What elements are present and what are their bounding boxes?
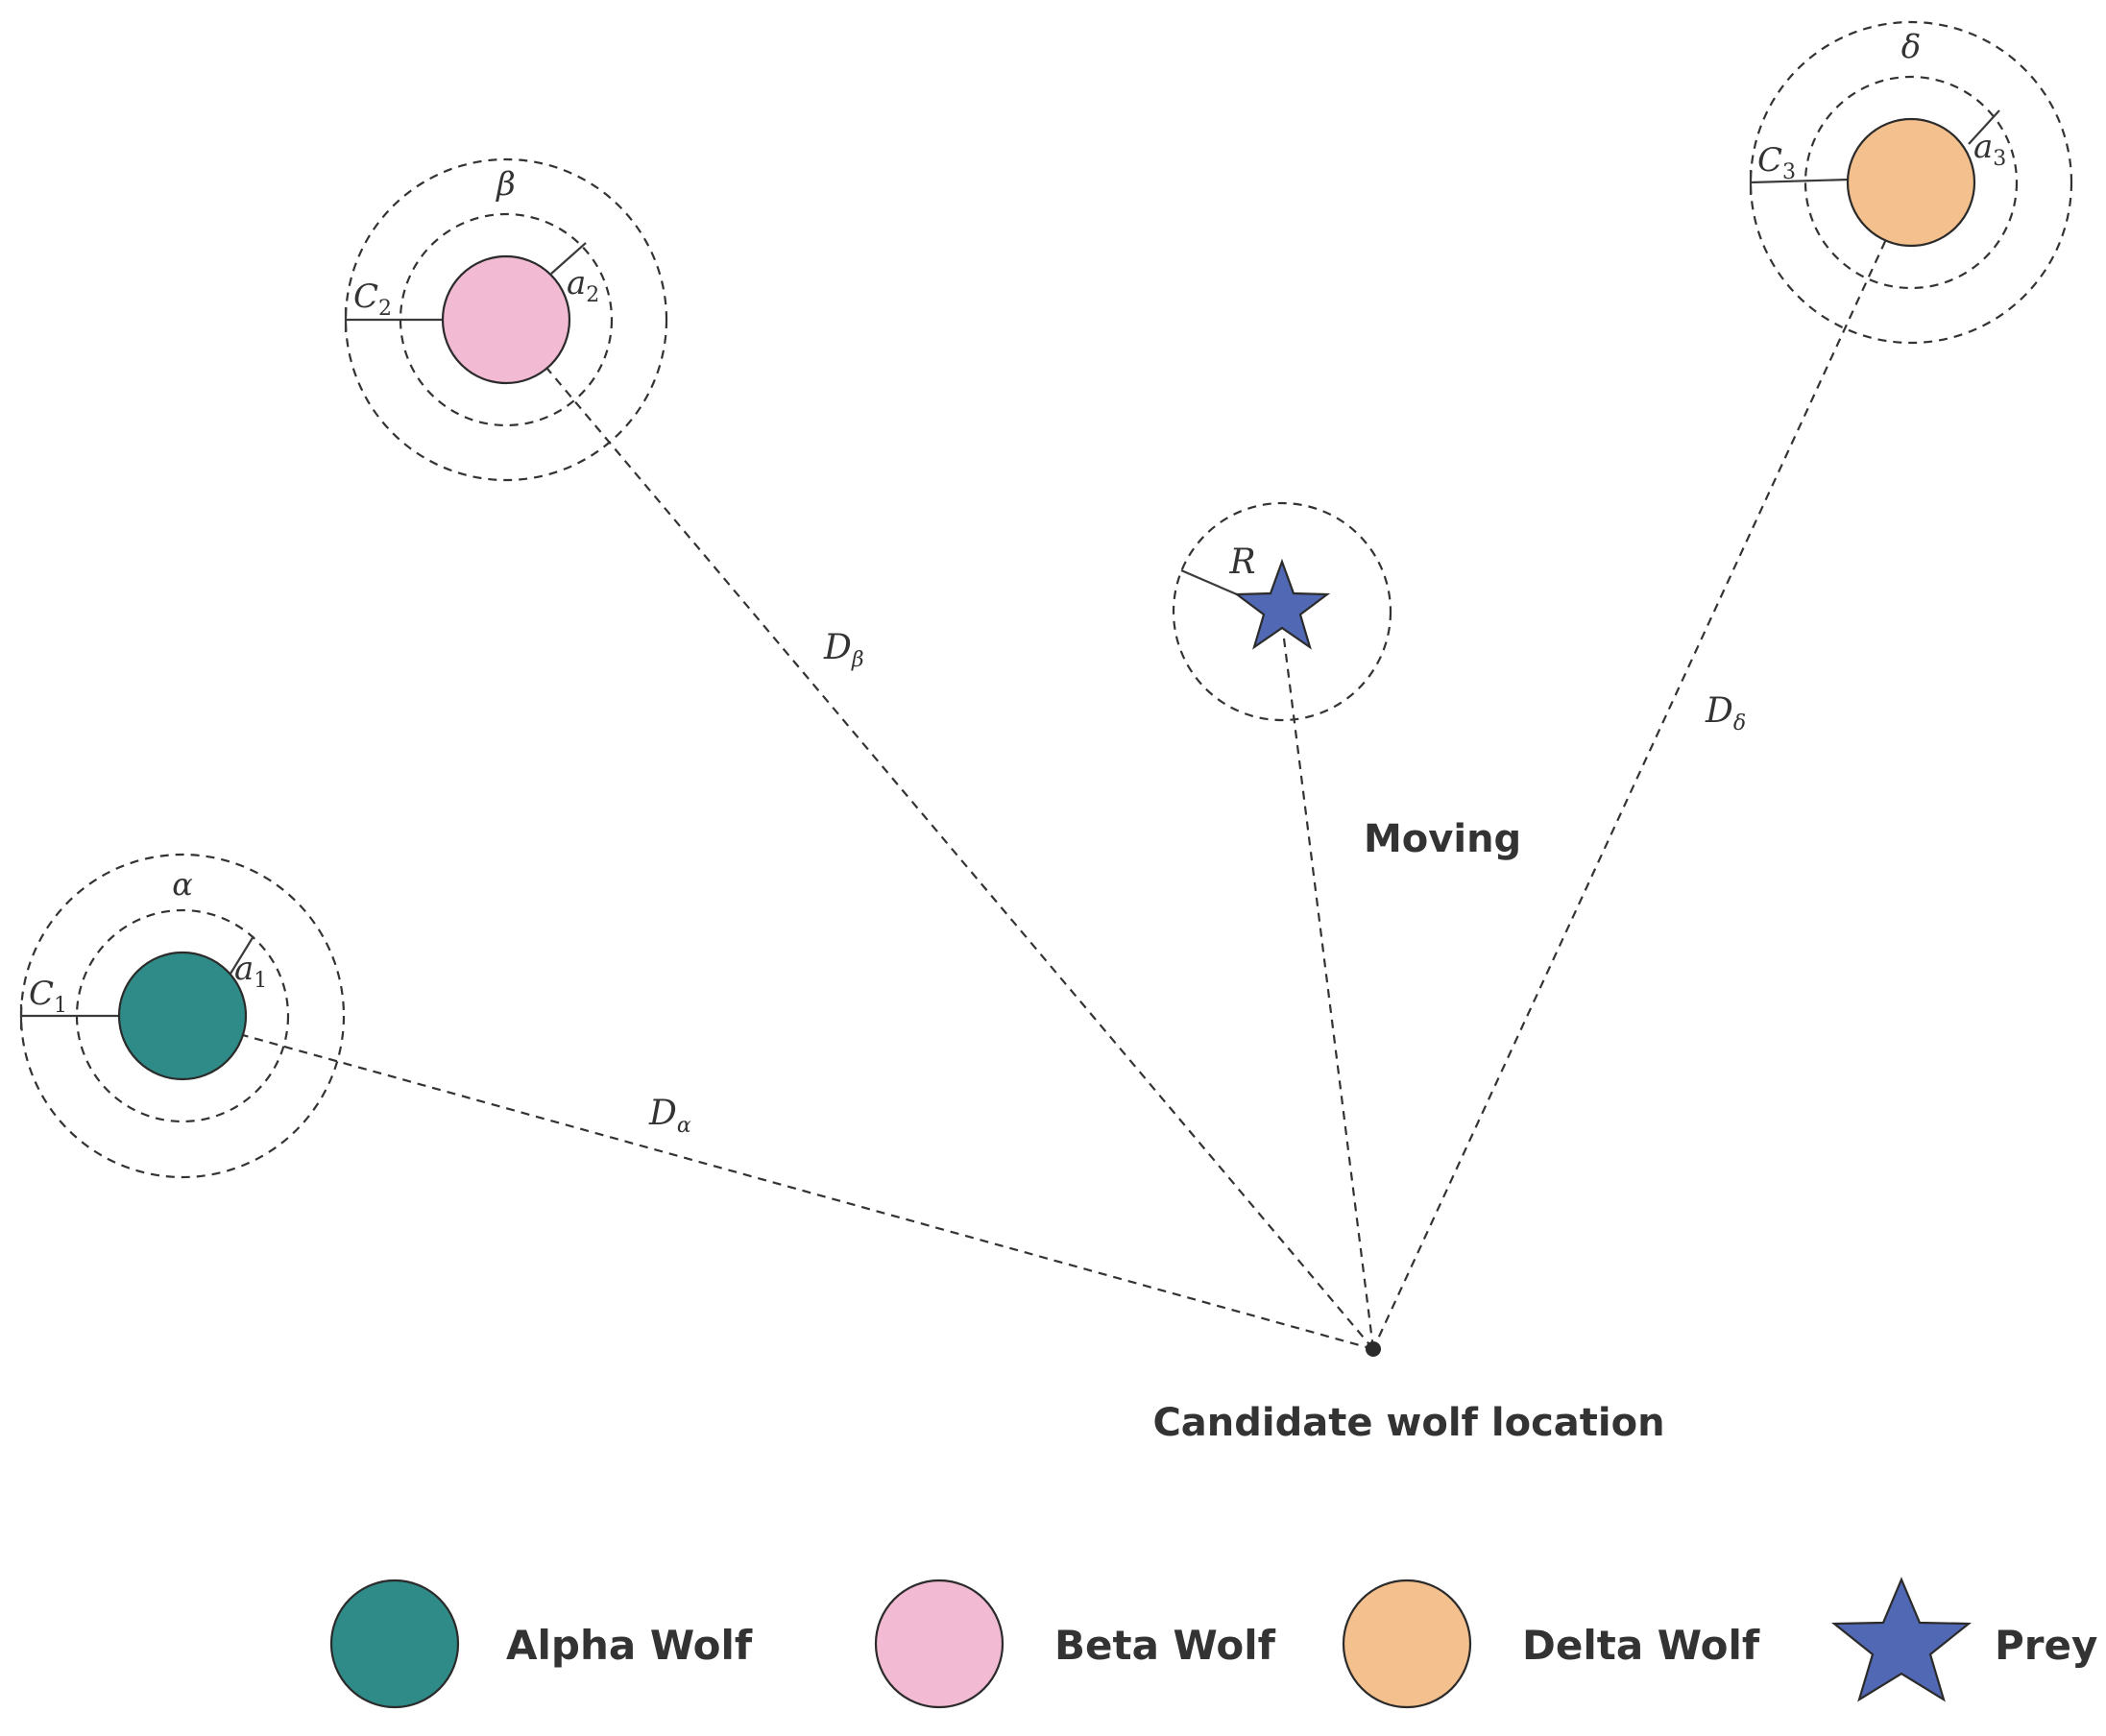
distance-line-alpha [180,1016,1374,1351]
delta-c-label: C3 [1757,141,1796,184]
alpha-outer-ring [19,853,346,1179]
legend-delta-swatch [1342,1579,1472,1709]
legend-prey-label: Prey [1995,1622,2097,1669]
legend-delta-label: Delta Wolf [1522,1622,1760,1669]
delta-wolf-circle [1846,117,1976,248]
delta-outer-ring [1749,20,2073,345]
candidate-location-label: Candidate wolf location [1152,1401,1664,1445]
beta-outer-ring [344,157,668,482]
beta-wolf-circle [441,254,571,385]
legend-alpha-swatch [329,1579,460,1709]
legend-prey-star-icon [1830,1577,1973,1702]
alpha-c-label: C1 [29,975,67,1018]
beta-wolf-group: β C2 a2 [344,157,668,482]
legend-beta-swatch [874,1579,1005,1709]
distance-label-delta: Dδ [1705,691,1746,735]
prey-group: R [1172,501,1392,722]
alpha-a-label: a1 [234,950,267,993]
delta-wolf-group: δ C3 a3 [1749,20,2073,345]
prey-radius-label: R [1228,542,1255,582]
beta-c-label: C2 [353,277,392,321]
distance-label-beta: Dβ [823,628,864,672]
beta-a-radius [550,242,587,275]
delta-a-label: a3 [1973,128,2006,171]
delta-inner-ring [1803,75,2019,290]
delta-c-radius [1750,178,1850,184]
delta-a-radius [1968,109,2000,145]
prey-star-icon [1233,558,1331,650]
alpha-wolf-group: α C1 a1 [19,853,346,1179]
distance-line-prey [1282,638,1375,1350]
legend-beta-label: Beta Wolf [1054,1622,1276,1669]
legend-alpha-label: Alpha Wolf [506,1622,753,1669]
alpha-wolf-circle [117,951,248,1081]
alpha-symbol: α [172,866,193,903]
delta-symbol: δ [1901,28,1921,66]
beta-symbol: β [495,165,516,204]
prey-encircle-ring [1172,501,1392,722]
moving-label: Moving [1364,817,1521,861]
alpha-inner-ring [75,908,290,1123]
beta-inner-ring [399,212,614,427]
distance-line-delta [1372,184,1912,1350]
distance-line-beta [505,319,1374,1350]
legend: Alpha Wolf Beta Wolf Delta Wolf Prey [329,1577,2097,1709]
alpha-a-radius [230,935,254,975]
distance-label-alpha: Dα [648,1094,691,1138]
candidate-location-dot [1366,1341,1381,1357]
beta-a-label: a2 [567,264,599,307]
